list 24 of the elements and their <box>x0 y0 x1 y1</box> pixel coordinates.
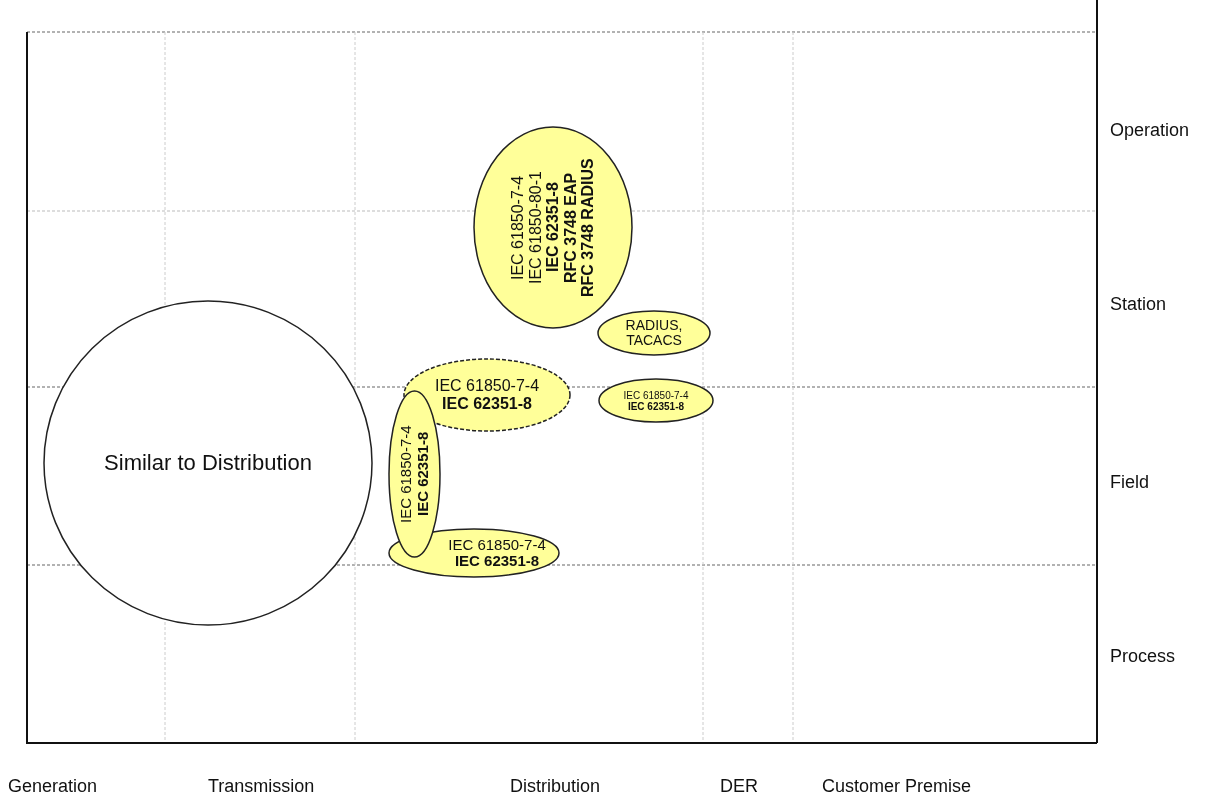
standard-label: IEC 62351-8 <box>627 400 685 412</box>
standard-label: IEC 62351-8 <box>454 553 540 570</box>
axis-label: Transmission <box>208 776 315 796</box>
standard-label: IEC 61850-7-4 <box>623 389 689 401</box>
standard-label: IEC 61850-7-4 <box>398 425 415 523</box>
axis-label: Distribution <box>510 776 601 796</box>
standard-label: RADIUS, TACACS <box>624 317 684 349</box>
standard-label: IEC 61850-7-4 <box>434 377 540 395</box>
standard-label: IEC 61850-80-1 <box>526 171 545 284</box>
standard-label: IEC 61850-7-4 <box>448 536 546 553</box>
standard-label: RFC 3748 EAP <box>561 172 580 283</box>
standard-label: IEC 62351-8 <box>544 182 562 273</box>
axis-label: DER <box>720 776 758 796</box>
axis-label: Generation <box>8 776 98 796</box>
standard-label: IEC 62351-8 <box>442 395 532 413</box>
axis-label: Process <box>1110 646 1176 667</box>
standard-label: IEC 61850-7-4 <box>509 175 527 280</box>
standard-label: RFC 3748 RADIUS <box>579 158 597 297</box>
standard-label: IEC 62351-8 <box>414 431 431 517</box>
axis-label: Field <box>1110 472 1149 493</box>
zone-label: Similar to Distribution <box>104 450 312 476</box>
axis-label: Station <box>1110 294 1167 315</box>
axis-label: Operation <box>1110 120 1190 141</box>
axis-label: Customer Premise <box>822 776 972 796</box>
